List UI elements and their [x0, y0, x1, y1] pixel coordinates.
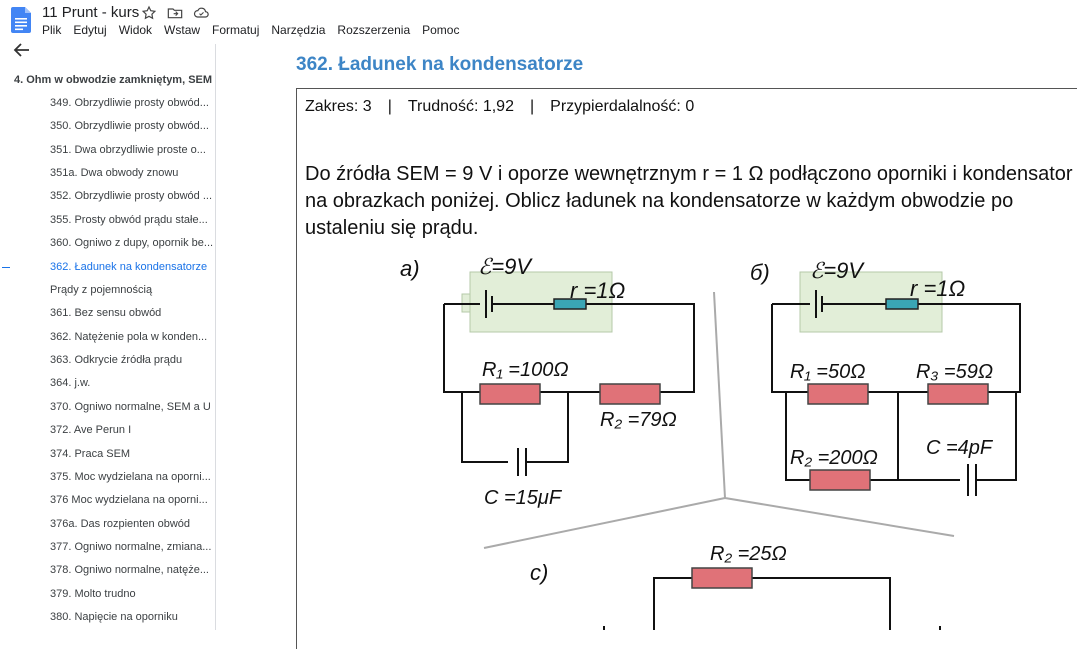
- back-arrow-icon[interactable]: [12, 41, 32, 59]
- outline-item[interactable]: 378. Ogniwo normalne, natęże...: [50, 564, 209, 576]
- outline-item[interactable]: 349. Obrzydliwie prosty obwód...: [50, 97, 209, 109]
- menu-formatuj[interactable]: Formatuj: [212, 23, 260, 37]
- b-r3-label: R₃ =59Ω: [916, 361, 993, 383]
- menu-wstaw[interactable]: Wstaw: [164, 23, 201, 37]
- b-r1-label: R₁ =50Ω: [790, 361, 865, 383]
- document-title[interactable]: 11 Prunt - kurs: [42, 4, 140, 21]
- menu-narzedzia[interactable]: Narzędzia: [271, 23, 326, 37]
- menu-rozszerzenia[interactable]: Rozszerzenia: [337, 23, 411, 37]
- outline-item[interactable]: 351. Dwa obrzydliwie proste o...: [50, 144, 206, 156]
- cloud-status-icon[interactable]: [193, 5, 211, 23]
- problem-text: Do źródła SEM = 9 V i oporze wewnętrznym…: [305, 163, 1073, 239]
- outline-item[interactable]: 360. Ogniwo z dupy, opornik be...: [50, 237, 214, 249]
- outline-item[interactable]: 376 Moc wydzielana na oporni...: [50, 494, 208, 506]
- sidebar-divider: [215, 44, 216, 630]
- meta-line: Zakres: 3 | Trudność: 1,92 | Przypierdalalno…: [305, 98, 694, 116]
- meta-przypierdalalnosc: Przypierdalalność: 0: [550, 98, 695, 115]
- meta-trudnosc: Trudność: 1,92: [407, 98, 514, 115]
- outline-item[interactable]: 350. Obrzydliwie prosty obwód...: [50, 120, 209, 132]
- meta-separator: |: [387, 98, 392, 115]
- c-r2-label: R₂ =25Ω: [710, 543, 787, 565]
- outline-item[interactable]: 370. Ogniwo normalne, SEM a U: [50, 401, 211, 413]
- b-c-label: C =4pF: [926, 437, 994, 459]
- menu-plik[interactable]: Plik: [42, 23, 62, 37]
- active-indicator: [2, 267, 10, 268]
- docs-icon[interactable]: [11, 7, 31, 33]
- r-int-label-a: r =1Ω: [570, 278, 625, 303]
- outline-item[interactable]: 374. Praca SEM: [50, 448, 131, 460]
- outline-item[interactable]: 372. Ave Perun I: [50, 424, 132, 436]
- r-int-label-b: r =1Ω: [910, 276, 965, 301]
- outline-item[interactable]: 352. Obrzydliwie prosty obwód ...: [50, 190, 213, 202]
- a-c-label: C =15μF: [484, 487, 563, 509]
- emf-label-a: ℰ=9V: [478, 254, 533, 279]
- emf-label-b: ℰ=9V: [810, 258, 865, 283]
- menu-pomoc[interactable]: Pomoc: [422, 23, 460, 37]
- outline-item[interactable]: 375. Moc wydzielana na oporni...: [50, 471, 211, 483]
- meta-zakres: Zakres: 3: [305, 98, 372, 115]
- outline-item-active[interactable]: 362. Ładunek na kondensatorze: [50, 261, 208, 273]
- circuit-b-label: б): [750, 260, 770, 285]
- page-title: 362. Ładunek na kondensatorze: [296, 54, 584, 75]
- problem-box: Zakres: 3 | Trudność: 1,92 | Przypierdalalno…: [296, 88, 1077, 649]
- outline-item[interactable]: 363. Odkrycie źródła prądu: [50, 354, 183, 366]
- outline-item[interactable]: 362. Natężenie pola w konden...: [50, 331, 208, 343]
- document-outline: 4. Ohm w obwodzie zamkniętym, SEM 349. O…: [0, 66, 216, 630]
- outline-item[interactable]: 351a. Dwa obwody znowu: [50, 167, 179, 179]
- outline-item[interactable]: 377. Ogniwo normalne, zmiana...: [50, 541, 212, 553]
- outline-item[interactable]: 355. Prosty obwód prądu stałe...: [50, 214, 208, 226]
- star-icon[interactable]: [141, 5, 159, 23]
- outline-item[interactable]: 380. Napięcie na oporniku: [50, 611, 178, 623]
- outline-heading[interactable]: 4. Ohm w obwodzie zamkniętym, SEM: [14, 74, 213, 86]
- top-bar: 11 Prunt - kurs Plik Edytuj Widok Wstaw …: [0, 0, 1068, 42]
- a-r1-label: R₁ =100Ω: [482, 359, 569, 381]
- a-r2-label: R₂ =79Ω: [600, 409, 677, 431]
- outline-item[interactable]: 361. Bez sensu obwód: [50, 307, 162, 319]
- menu-widok[interactable]: Widok: [118, 23, 153, 37]
- outline-item[interactable]: Prądy z pojemnością: [50, 284, 153, 296]
- outline-item[interactable]: 364. j.w.: [50, 377, 91, 389]
- menu-bar: Plik Edytuj Widok Wstaw Formatuj Narzędz…: [42, 23, 459, 37]
- outline-item[interactable]: 376a. Das rozpienten obwód: [50, 518, 191, 530]
- meta-separator: |: [529, 98, 535, 115]
- circuit-a-label: a): [400, 256, 420, 281]
- b-r2-label: R₂ =200Ω: [790, 447, 878, 469]
- menu-edytuj[interactable]: Edytuj: [73, 23, 107, 37]
- circuit-c-label: c): [530, 560, 548, 585]
- circuit-figure: a) б) c) ℰ=9V ℰ=9V r =1Ω r =1Ω R₁ =100Ω …: [400, 254, 1021, 630]
- outline-item[interactable]: 379. Molto trudno: [50, 588, 136, 600]
- move-folder-icon[interactable]: [167, 5, 185, 23]
